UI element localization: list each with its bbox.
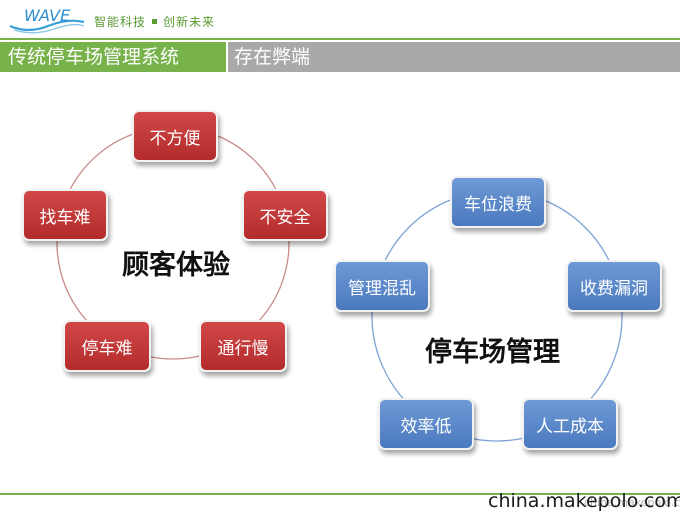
wave-logo: WAVE <box>9 6 85 34</box>
watermark: china.makepolo.com <box>488 490 680 512</box>
parking-node-3: 人工成本 <box>522 398 618 450</box>
customer-node-3: 通行慢 <box>199 320 287 372</box>
bottom-rule <box>0 493 680 495</box>
customer-node-2: 不安全 <box>242 189 328 241</box>
parking-node-2: 收费漏洞 <box>566 260 662 312</box>
customer-center-label: 顾客体验 <box>122 250 230 281</box>
page-subtitle: 存在弊端 <box>228 42 680 72</box>
slogan-left: 智能科技 <box>94 15 147 29</box>
parking-center-label: 停车场管理 <box>425 337 560 368</box>
svg-text:WAVE: WAVE <box>24 6 71 25</box>
title-bar: 传统停车场管理系统 存在弊端 <box>0 42 680 72</box>
watermark-ghost: china.makepolo.com <box>584 496 680 509</box>
customer-node-1: 不方便 <box>132 110 218 162</box>
parking-node-1: 车位浪费 <box>450 176 546 228</box>
slogan: 智能科技 创新未来 <box>94 13 215 30</box>
customer-node-5: 找车难 <box>22 189 108 241</box>
separator-square <box>152 19 158 24</box>
parking-node-4: 效率低 <box>378 398 474 450</box>
parking-node-5: 管理混乱 <box>334 260 430 312</box>
page-title: 传统停车场管理系统 <box>0 42 226 72</box>
slogan-right: 创新未来 <box>163 15 216 29</box>
customer-node-4: 停车难 <box>63 320 151 372</box>
top-rule <box>0 38 680 40</box>
